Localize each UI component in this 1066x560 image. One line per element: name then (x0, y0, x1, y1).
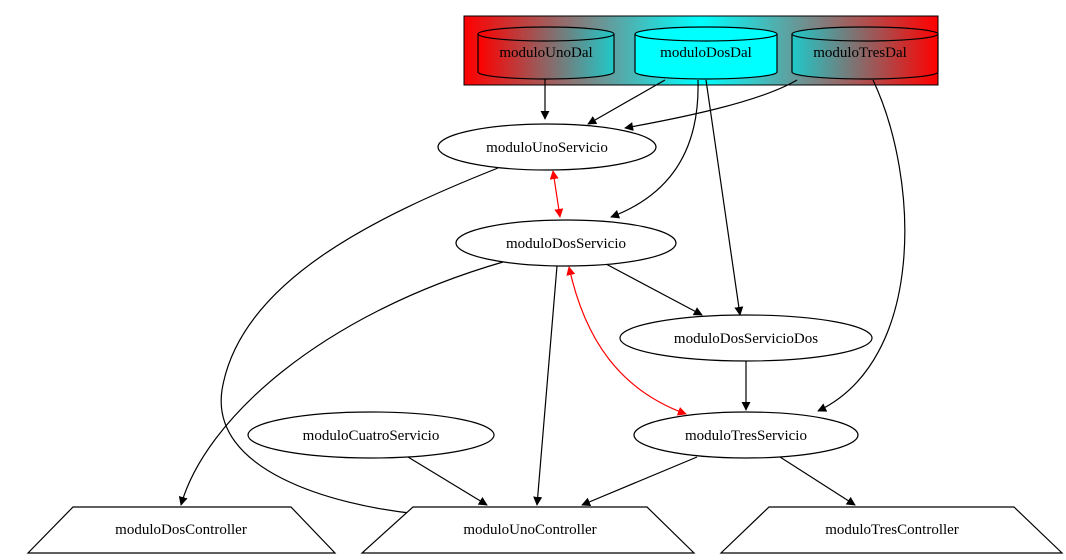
node-label: moduloTresServicio (685, 428, 807, 444)
edge-tresservicio-trescontroller (779, 456, 856, 506)
cylinder-top (791, 26, 939, 42)
edge-dosservicio-dosserviciodos (605, 263, 703, 316)
cylinder-shape (791, 34, 939, 80)
edge-unoservicio-dosservicio-circular (549, 170, 564, 218)
edge-dosservicio-tresservicio-circular (566, 266, 687, 416)
node-shape (633, 411, 859, 459)
edge-unoservicio-unocontroller (220, 167, 499, 518)
node-label: moduloUnoServicio (486, 140, 608, 156)
edge-cuatroservicio-unocontroller (407, 456, 488, 506)
node-shape (360, 506, 696, 554)
cylinder-top (634, 26, 778, 42)
cylinder-shape (634, 34, 778, 80)
node-shape (26, 506, 337, 554)
node-moduloUnoController[interactable]: moduloUnoController (360, 506, 696, 554)
node-moduloDosDal[interactable]: moduloDosDal (634, 26, 778, 80)
node-shape (455, 219, 677, 267)
node-moduloDosServicio[interactable]: moduloDosServicio (455, 219, 677, 267)
cylinder-shape (477, 34, 615, 80)
edge-dosservicio-doscontroller (178, 261, 504, 506)
node-shape (619, 314, 873, 362)
node-label: moduloCuatroServicio (303, 428, 440, 444)
edges (178, 79, 906, 518)
node-label: moduloDosServicio (506, 236, 626, 252)
node-label: moduloTresController (825, 522, 959, 538)
edge-tresdal-unoservicio (624, 79, 798, 131)
node-moduloTresController[interactable]: moduloTresController (719, 506, 1064, 554)
node-moduloCuatroServicio[interactable]: moduloCuatroServicio (247, 411, 495, 459)
node-label: moduloTresDal (813, 45, 907, 61)
node-moduloTresServicio[interactable]: moduloTresServicio (633, 411, 859, 459)
edge-tresdal-tresservicio (817, 79, 906, 412)
node-moduloDosController[interactable]: moduloDosController (26, 506, 337, 554)
cylinder-top (477, 26, 615, 42)
node-moduloUnoServicio[interactable]: moduloUnoServicio (437, 123, 657, 171)
node-label: moduloDosDal (660, 45, 752, 61)
node-label: moduloUnoController (463, 522, 596, 538)
edge-tresservicio-unocontroller (581, 456, 698, 507)
node-moduloDosServicioDos[interactable]: moduloDosServicioDos (619, 314, 873, 362)
edge-dosservicio-unocontroller (533, 265, 558, 506)
node-moduloTresDal[interactable]: moduloTresDal (791, 26, 939, 80)
node-label: moduloDosController (115, 522, 247, 538)
node-label: moduloDosServicioDos (674, 331, 818, 347)
edge-dosdal-dosservicio (610, 79, 699, 219)
node-moduloUnoDal[interactable]: moduloUnoDal (477, 26, 615, 80)
node-shape (719, 506, 1064, 554)
edge-dosdal-dosserviciodos (705, 79, 744, 316)
node-label: moduloUnoDal (499, 45, 592, 61)
node-shape (437, 123, 657, 171)
node-shape (247, 411, 495, 459)
circular-edges (549, 170, 687, 416)
edge-dosdal-unoservicio (587, 79, 666, 125)
